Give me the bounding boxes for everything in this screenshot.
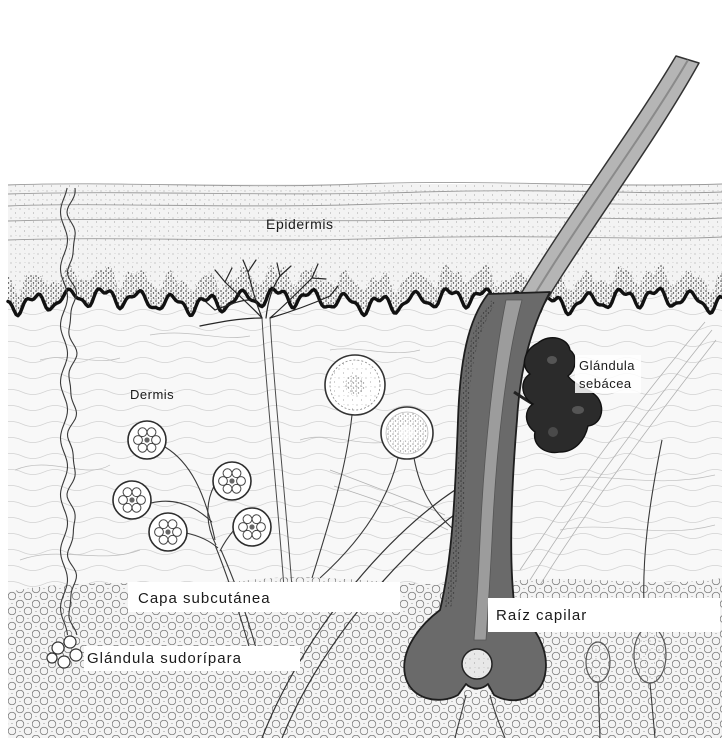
label-dermis: Dermis (130, 387, 174, 402)
secondary-follicle-bulb (586, 642, 610, 682)
epidermis-layer (8, 182, 722, 315)
stippled-bulb-small (381, 407, 433, 459)
label-hair-root: Raíz capilar (496, 607, 587, 624)
sweat-gland-coil (64, 636, 76, 648)
sebaceous-lobule-highlight (547, 356, 557, 364)
sebaceous-lobule-highlight (572, 406, 584, 414)
sebaceous-lobule-highlight (548, 427, 558, 437)
secondary-follicle-bulb (634, 627, 666, 683)
sweat-gland-coil (52, 642, 64, 654)
label-epidermis: Epidermis (266, 216, 334, 232)
dermal-papilla-stipple (464, 651, 490, 677)
stippled-bulb-large (325, 355, 385, 415)
label-sweat-gland: Glándula sudorípara (87, 650, 242, 667)
bulb-core (399, 425, 415, 441)
label-subcutaneous-layer: Capa subcutánea (138, 590, 271, 607)
dermis-fiber-overlay (8, 280, 722, 610)
coiled-gland (213, 462, 251, 500)
coiled-gland (233, 508, 271, 546)
coiled-gland (149, 513, 187, 551)
sweat-gland-coil (70, 649, 82, 661)
coiled-gland (113, 481, 151, 519)
bulb-core (345, 375, 365, 395)
label-sebaceous-line-1: Glándula (579, 358, 635, 373)
label-sebaceous-line-2: sebácea (579, 376, 632, 391)
sweat-gland-coil (58, 656, 70, 668)
sweat-gland-coil (47, 653, 57, 663)
dermis-layer (8, 280, 722, 610)
coiled-gland (128, 421, 166, 459)
